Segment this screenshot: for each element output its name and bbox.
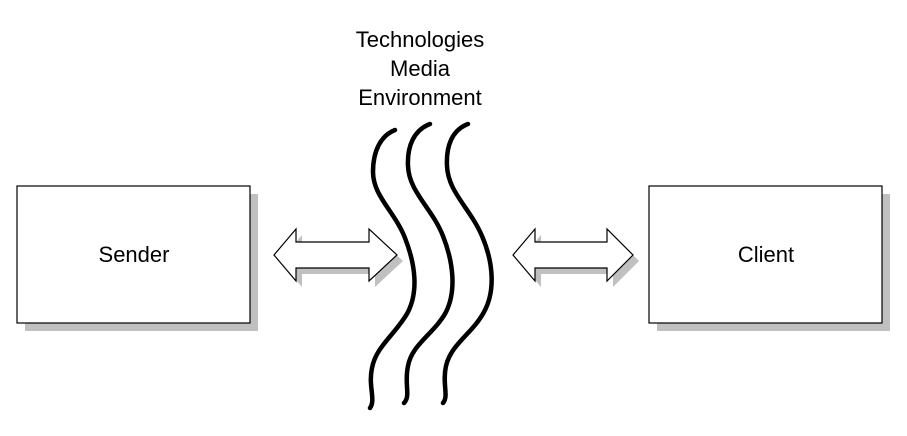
sender-node: Sender [16,185,258,331]
channel-label-media: Media [390,56,451,81]
client-box [648,185,883,324]
wave-line-3 [440,121,494,406]
sender-box [16,185,251,324]
left-double-arrow [273,227,403,287]
channel-waves [367,121,494,411]
wave-line-1 [367,127,417,411]
client-node: Client [648,185,890,331]
channel-label-environment: Environment [358,85,482,110]
right-double-arrow-shape [512,227,634,283]
sender-label: Sender [99,242,170,267]
channel-labels: Technologies Media Environment [356,27,484,110]
channel-label-technologies: Technologies [356,27,484,52]
right-double-arrow [512,227,639,287]
wave-line-2 [401,121,455,406]
left-double-arrow-shape [273,227,398,283]
client-label: Client [738,242,794,267]
